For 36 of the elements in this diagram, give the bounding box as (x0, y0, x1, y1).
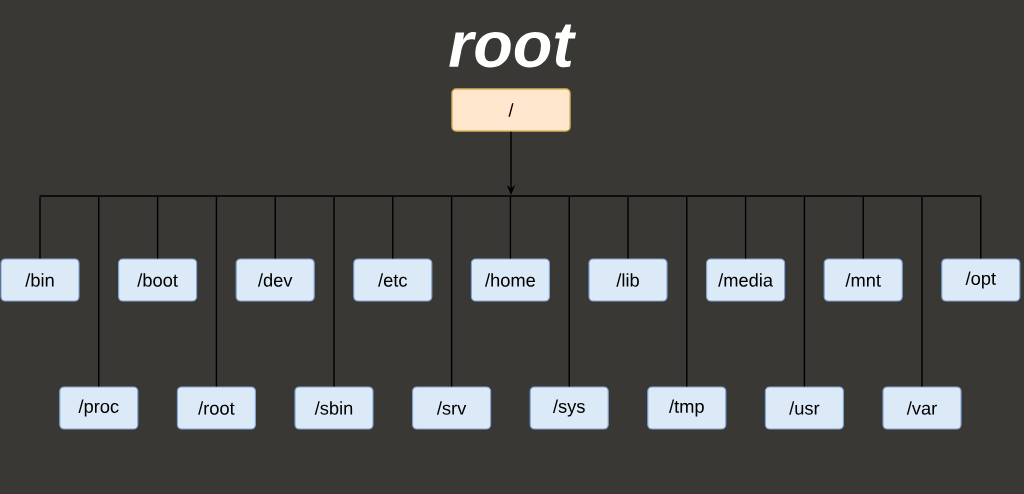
connector-line (333, 196, 335, 388)
folder-box: /root (176, 386, 256, 430)
folder-box: /media (706, 258, 786, 302)
folder-box: /sbin (294, 386, 374, 430)
connector-line (568, 196, 570, 388)
connector-line (744, 196, 747, 260)
folder-box: /usr (764, 386, 844, 430)
connector-line (862, 196, 864, 260)
connector-line (921, 196, 923, 388)
folder-box: /boot (118, 258, 198, 302)
connector-line (39, 196, 41, 260)
folder-box: /home (470, 258, 550, 302)
connector-line (98, 196, 100, 388)
connector-line (686, 196, 688, 388)
folder-box: /srv (412, 386, 492, 430)
connector-line (980, 196, 982, 260)
connector-line (392, 196, 394, 260)
folder-box: /proc (59, 386, 139, 430)
folder-box: /tmp (647, 386, 727, 430)
folder-box: /lib (588, 258, 668, 302)
connector-line (274, 196, 276, 260)
connector-line (627, 196, 629, 260)
connector-line (450, 196, 453, 388)
folder-box: /sys (529, 386, 609, 430)
folder-box: /mnt (823, 258, 903, 302)
connector-line (803, 196, 806, 388)
folder-box: /dev (235, 258, 315, 302)
connector-line (509, 196, 512, 260)
title: root (449, 24, 577, 68)
root-box: / (451, 88, 571, 132)
connector-line (215, 196, 218, 388)
folder-box: /bin (0, 258, 80, 302)
folder-box: /etc (353, 258, 433, 302)
folder-box: /var (882, 386, 962, 430)
folder-box: /opt (941, 258, 1021, 302)
connector-line (156, 196, 159, 260)
